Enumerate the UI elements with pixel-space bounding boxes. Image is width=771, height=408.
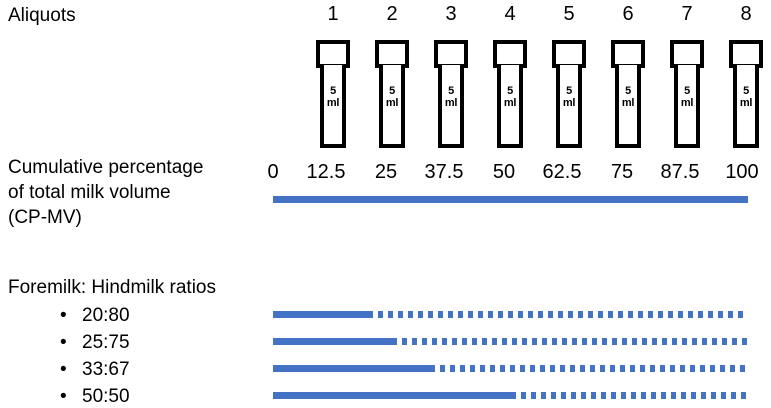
- scale-tick-100: 100: [725, 161, 759, 183]
- scale-tick-25: 25: [374, 161, 398, 183]
- aliquot-number-1: 1: [327, 3, 339, 25]
- ratio-bar-foremilk-segment: [273, 392, 511, 399]
- ratio-list-item-20-80: • 20:80: [60, 304, 130, 327]
- bullet-icon: •: [60, 305, 67, 326]
- aliquot-tube-7: 5 ml: [670, 40, 704, 148]
- tube-volume-value: 5: [743, 85, 749, 97]
- tube-volume-unit: ml: [739, 97, 753, 109]
- ratio-label: 20:80: [82, 305, 130, 326]
- aliquot-number-4: 4: [504, 3, 516, 25]
- tube-cap-icon: [729, 40, 763, 68]
- scale-tick-87-5: 87.5: [660, 161, 700, 183]
- aliquot-tube-2: 5 ml: [375, 40, 409, 148]
- ratio-bar-hindmilk-segment: [391, 338, 748, 345]
- aliquot-tube-3: 5 ml: [434, 40, 468, 148]
- aliquot-tube-1: 5 ml: [316, 40, 350, 148]
- aliquot-tube-8: 5 ml: [729, 40, 763, 148]
- tube-volume-value: 5: [330, 85, 336, 97]
- cpmv-label-line-3: (CP-MV): [8, 207, 82, 228]
- ratio-bar-hindmilk-segment: [510, 392, 748, 399]
- aliquot-number-7: 7: [681, 3, 693, 25]
- bullet-icon: •: [60, 359, 67, 380]
- tube-body-icon: 5 ml: [615, 65, 641, 148]
- aliquot-number-5: 5: [563, 3, 575, 25]
- ratio-bar-hindmilk-segment: [368, 311, 748, 318]
- aliquot-number-3: 3: [445, 3, 457, 25]
- tube-volume-unit: ml: [385, 97, 399, 109]
- tube-body-icon: 5 ml: [497, 65, 523, 148]
- bullet-icon: •: [60, 332, 67, 353]
- ratio-bar-hindmilk-segment: [429, 365, 748, 372]
- cpmv-scale-bar: [273, 196, 748, 203]
- bullet-icon: •: [60, 386, 67, 407]
- tube-volume-value: 5: [389, 85, 395, 97]
- ratio-list-item-33-67: • 33:67: [60, 358, 130, 381]
- tube-cap-icon: [375, 40, 409, 68]
- aliquots-label: Aliquots: [8, 5, 76, 26]
- tube-volume-unit: ml: [680, 97, 694, 109]
- tube-body-icon: 5 ml: [379, 65, 405, 148]
- ratios-heading: Foremilk: Hindmilk ratios: [8, 277, 216, 298]
- ratio-label: 33:67: [82, 359, 130, 380]
- aliquot-tube-4: 5 ml: [493, 40, 527, 148]
- scale-tick-12-5: 12.5: [306, 161, 346, 183]
- tube-volume-value: 5: [684, 85, 690, 97]
- tube-cap-icon: [316, 40, 350, 68]
- ratio-bar-foremilk-segment: [273, 365, 430, 372]
- scale-tick-50: 50: [492, 161, 516, 183]
- ratio-label: 50:50: [82, 386, 130, 407]
- aliquot-number-8: 8: [740, 3, 752, 25]
- tube-volume-unit: ml: [503, 97, 517, 109]
- tube-volume-unit: ml: [326, 97, 340, 109]
- cpmv-label-line-1: Cumulative percentage: [8, 157, 204, 178]
- ratio-bar-33-67: [273, 365, 748, 372]
- tube-body-icon: 5 ml: [674, 65, 700, 148]
- tube-body-icon: 5 ml: [438, 65, 464, 148]
- ratio-bar-foremilk-segment: [273, 311, 368, 318]
- aliquot-number-6: 6: [622, 3, 634, 25]
- cpmv-label: Cumulative percentage of total milk volu…: [8, 155, 258, 230]
- tube-body-icon: 5 ml: [556, 65, 582, 148]
- scale-tick-0: 0: [267, 161, 279, 183]
- tube-cap-icon: [611, 40, 645, 68]
- ratio-bar-50-50: [273, 392, 748, 399]
- aliquot-tube-5: 5 ml: [552, 40, 586, 148]
- tube-body-icon: 5 ml: [733, 65, 759, 148]
- aliquot-number-2: 2: [386, 3, 398, 25]
- aliquot-tube-6: 5 ml: [611, 40, 645, 148]
- ratio-bar-20-80: [273, 311, 748, 318]
- ratio-list-item-50-50: • 50:50: [60, 385, 130, 408]
- tube-cap-icon: [670, 40, 704, 68]
- tube-volume-unit: ml: [621, 97, 635, 109]
- tube-volume-value: 5: [448, 85, 454, 97]
- scale-tick-37-5: 37.5: [424, 161, 464, 183]
- tube-cap-icon: [552, 40, 586, 68]
- ratio-bar-foremilk-segment: [273, 338, 392, 345]
- ratio-bar-25-75: [273, 338, 748, 345]
- tube-body-icon: 5 ml: [320, 65, 346, 148]
- tube-volume-value: 5: [507, 85, 513, 97]
- tube-cap-icon: [493, 40, 527, 68]
- tube-volume-value: 5: [566, 85, 572, 97]
- cpmv-label-line-2: of total milk volume: [8, 182, 171, 203]
- scale-tick-62-5: 62.5: [542, 161, 582, 183]
- ratio-label: 25:75: [82, 332, 130, 353]
- ratio-list-item-25-75: • 25:75: [60, 331, 130, 354]
- tube-volume-value: 5: [625, 85, 631, 97]
- tube-volume-unit: ml: [444, 97, 458, 109]
- tube-cap-icon: [434, 40, 468, 68]
- scale-tick-75: 75: [610, 161, 634, 183]
- tube-volume-unit: ml: [562, 97, 576, 109]
